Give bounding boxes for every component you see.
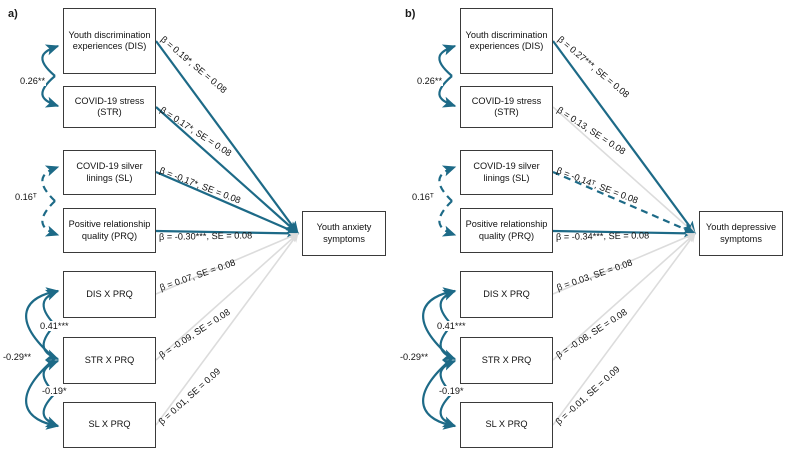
corr-a-disint-slint-head2 <box>25 357 60 430</box>
node-b-str-x-prq[interactable]: STR X PRQ <box>460 337 553 384</box>
node-a-dis[interactable]: Youth discrimination experiences (DIS) <box>63 8 156 74</box>
corr-b-disint-strint-head1 <box>439 289 457 326</box>
path-a-PRQ <box>155 227 300 240</box>
corr-a-strint-slint-head2 <box>42 392 60 428</box>
node-b-str[interactable]: COVID-19 stress (STR) <box>460 86 553 128</box>
corr-a-dis-str-head2 <box>41 75 60 108</box>
corr-b-dis-str-head1 <box>438 44 457 77</box>
node-b-prq[interactable]: Positive relationship quality (PRQ) <box>460 208 553 253</box>
path-a-prq-label: β = -0.30***, SE = 0.08 <box>158 230 253 242</box>
corr-a-sl-prq-head2 <box>41 200 60 237</box>
node-b-dis-x-prq[interactable]: DIS X PRQ <box>460 271 553 318</box>
path-a-DIS <box>155 40 299 235</box>
corr-a-disint-strint-head1 <box>42 289 60 326</box>
node-b-sl[interactable]: COVID-19 silver linings (SL) <box>460 150 553 195</box>
corr-b-dis-str-int-label: 0.41*** <box>436 321 467 331</box>
path-b-DIS <box>552 40 696 235</box>
node-a-sl[interactable]: COVID-19 silver linings (SL) <box>63 150 156 195</box>
path-a-SL <box>155 170 300 235</box>
corr-b-strint-slint-head2 <box>439 392 457 428</box>
corr-b-disint-slint-head1 <box>422 287 457 360</box>
corr-b-sl-prq-head1 <box>438 165 457 202</box>
corr-b-disint-slint-head2 <box>422 357 457 430</box>
path-b-STRxPRQ <box>552 232 696 361</box>
node-b-sl-x-prq[interactable]: SL X PRQ <box>460 402 553 448</box>
panel-a-label: a) <box>8 8 18 20</box>
path-b-DISxPRQ <box>552 232 696 295</box>
corr-a-dis-sl-int-label: -0.29** <box>2 352 33 362</box>
node-a-outcome[interactable]: Youth anxiety symptoms <box>302 211 386 256</box>
node-a-dis-x-prq[interactable]: DIS X PRQ <box>63 271 156 318</box>
corr-a-str-sl-int-label: -0.19* <box>41 386 68 396</box>
path-b-prq-label: β = -0.34***, SE = 0.08 <box>555 230 650 242</box>
path-a-STR <box>155 106 299 235</box>
corr-a-dis-str-head1 <box>41 44 60 77</box>
corr-a-disint-slint-head1 <box>25 287 60 360</box>
corr-b-sl-prq-label: 0.16ᵀ <box>411 192 435 202</box>
path-a-DISxPRQ <box>155 232 299 295</box>
node-a-str-x-prq[interactable]: STR X PRQ <box>63 337 156 384</box>
corr-a-sl-prq-head1 <box>41 165 60 202</box>
path-b-PRQ <box>552 227 697 240</box>
node-a-str[interactable]: COVID-19 stress (STR) <box>63 86 156 128</box>
path-a-STRxPRQ <box>155 232 299 361</box>
corr-b-str-sl-int-label: -0.19* <box>438 386 465 396</box>
corr-b-sl-prq-head2 <box>438 200 457 237</box>
path-b-SL <box>552 170 697 235</box>
corr-a-dis-str-int-label: 0.41*** <box>39 321 70 331</box>
path-a-SLxPRQ <box>155 232 299 426</box>
node-b-dis[interactable]: Youth discrimination experiences (DIS) <box>460 8 553 74</box>
panel-b-label: b) <box>405 8 416 20</box>
corr-b-dis-sl-int-label: -0.29** <box>399 352 430 362</box>
node-a-sl-x-prq[interactable]: SL X PRQ <box>63 402 156 448</box>
path-b-STR <box>552 106 696 235</box>
node-b-outcome[interactable]: Youth depressive symptoms <box>699 211 783 256</box>
corr-a-sl-prq-label: 0.16ᵀ <box>14 192 38 202</box>
corr-b-dis-str-head2 <box>438 75 457 108</box>
path-b-SLxPRQ <box>552 232 696 426</box>
corr-b-dis-str-label: 0.26** <box>416 76 444 86</box>
corr-a-dis-str-label: 0.26** <box>19 76 47 86</box>
node-a-prq[interactable]: Positive relationship quality (PRQ) <box>63 208 156 253</box>
